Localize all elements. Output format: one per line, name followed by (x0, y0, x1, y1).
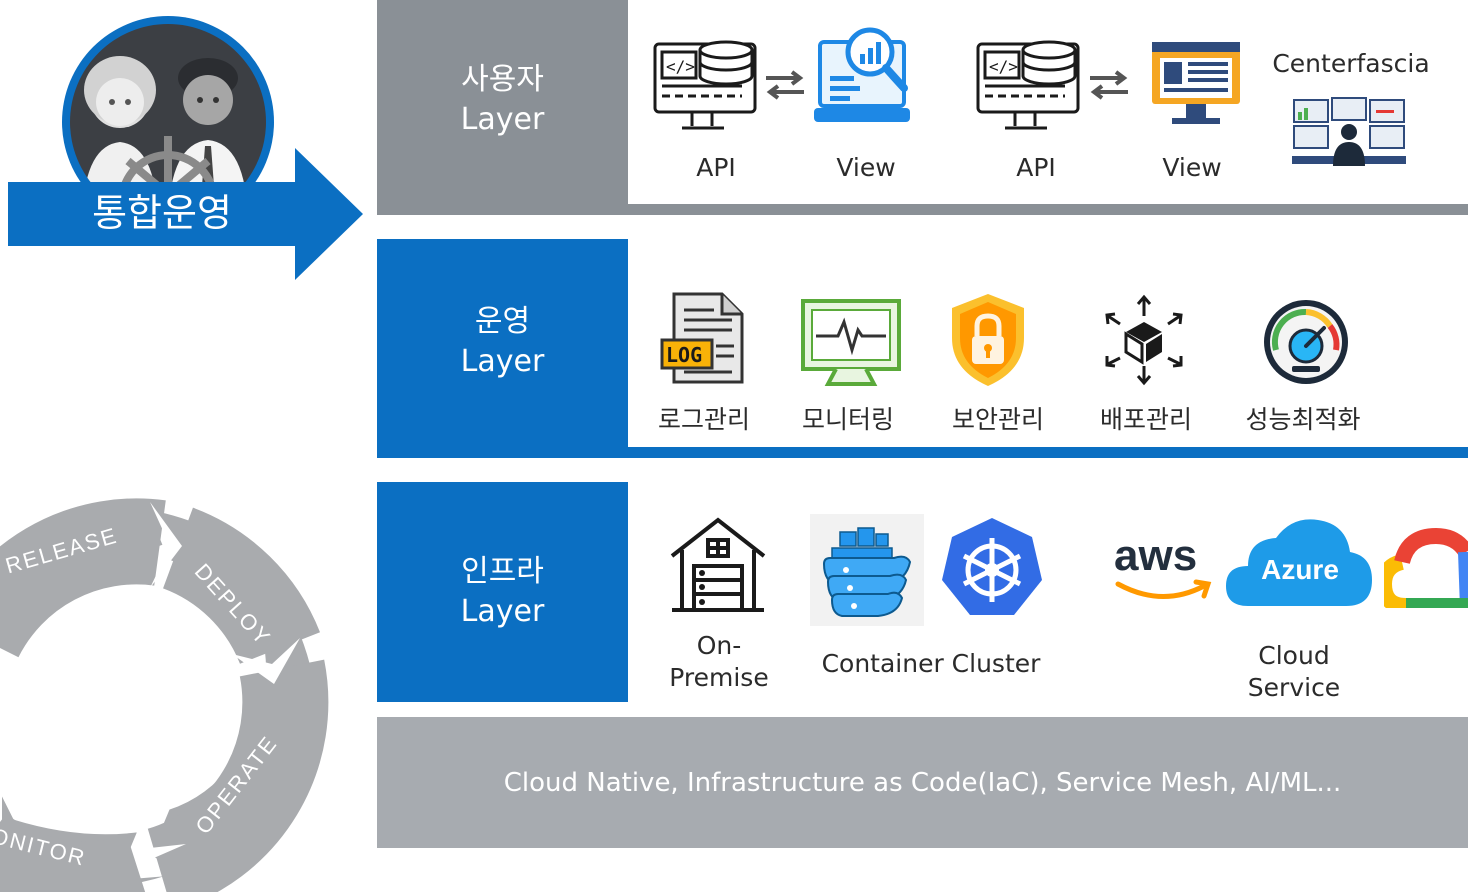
user-layer-title-line2: Layer (460, 102, 545, 137)
api-code-database-icon: </> (976, 40, 1080, 130)
performance-gauge-icon (1264, 300, 1348, 384)
infra-onpremise-line1: On- (696, 631, 742, 660)
deploy-cube-icon (1105, 294, 1183, 386)
infra-layer-title-line2: Layer (460, 594, 545, 629)
aws-logo: aws (1114, 532, 1214, 608)
infra-cloud-label: Cloud Service (1234, 640, 1354, 704)
user-layer-title: 사용자 Layer (377, 60, 628, 140)
infra-layer-title-line1: 인프라 (461, 554, 544, 589)
azure-logo-text: Azure (1261, 554, 1339, 585)
future-tech-band (377, 717, 1468, 848)
ops-layer-title-line2: Layer (460, 344, 545, 379)
ops-security-label: 보안관리 (951, 405, 1044, 434)
security-shield-lock-icon (952, 294, 1024, 386)
ops-monitoring-label: 모니터링 (801, 405, 894, 434)
user-view-label-1: View (836, 153, 896, 182)
ops-performance-label: 성능최적화 (1245, 405, 1361, 434)
infra-cloud-line1: Cloud (1258, 641, 1330, 670)
ops-layer-title: 운영 Layer (377, 302, 628, 382)
infra-cloud-line2: Service (1247, 673, 1341, 702)
future-tech-text: Cloud Native, Infrastructure as Code(IaC… (503, 768, 1342, 798)
ops-deploy-label: 배포관리 (1099, 405, 1192, 434)
infra-onpremise-label: On- Premise (654, 630, 784, 694)
cycle-label-monitor: MONITOR (0, 822, 89, 871)
exchange-arrows-icon (1090, 70, 1128, 100)
monitor-heartbeat-icon (801, 299, 901, 386)
centerfascia-label: Centerfascia (1272, 49, 1430, 78)
google-cloud-icon (1384, 528, 1468, 608)
user-api-label-2: API (1016, 153, 1056, 182)
infra-onpremise-line2: Premise (669, 663, 769, 692)
building-server-icon (670, 517, 766, 612)
aws-logo-text: aws (1114, 531, 1198, 580)
analytics-laptop-icon (814, 27, 910, 122)
ops-layer-title-line1: 운영 (474, 304, 531, 339)
infra-layer-title: 인프라 Layer (377, 552, 628, 632)
user-layer-title-line1: 사용자 (461, 62, 544, 97)
user-view-label-2: View (1162, 153, 1222, 182)
infra-container-label: Container Cluster (821, 649, 1041, 678)
control-center-icon (1292, 97, 1406, 166)
svg-text:</>: </> (666, 57, 695, 76)
svg-text:</>: </> (989, 57, 1018, 76)
devops-cycle-ring (0, 498, 329, 892)
infra-layer-header (377, 482, 628, 702)
log-file-icon: LOG (660, 292, 744, 384)
kubernetes-icon (942, 518, 1042, 615)
docker-whale-icon (810, 514, 924, 626)
user-layer-underline (628, 204, 1468, 215)
azure-cloud-icon (1226, 519, 1372, 606)
dashboard-monitor-icon (1152, 42, 1240, 124)
aws-smile-icon (1115, 579, 1212, 599)
cycle-monitor-clip: MONITOR (0, 822, 120, 872)
integration-arrow-icon (8, 148, 363, 280)
ops-log-label: 로그관리 (657, 405, 750, 434)
api-code-database-icon: </> (653, 40, 757, 130)
ops-layer-header (377, 239, 628, 458)
user-layer-header (377, 0, 628, 215)
exchange-arrows-icon (766, 70, 804, 100)
ops-layer-underline (628, 447, 1468, 458)
integration-label: 통합운영 (92, 191, 232, 235)
user-api-label-1: API (696, 153, 736, 182)
svg-text:LOG: LOG (666, 343, 702, 367)
